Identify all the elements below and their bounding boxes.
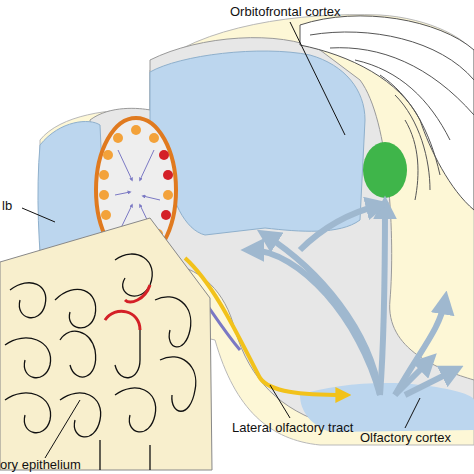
orbitofrontal-region — [150, 51, 365, 235]
green-region — [363, 142, 407, 198]
leader-lines — [22, 22, 420, 458]
callout-label: Orbitofrontal cortex — [230, 4, 341, 19]
epithelium-panel — [0, 218, 212, 470]
turbinates — [5, 254, 196, 470]
cortex-arrows — [250, 205, 455, 395]
callout-label: Lateral olfactory tract — [232, 420, 353, 435]
receptor-zone — [105, 285, 150, 330]
callout-label: ory epithelium — [0, 457, 81, 472]
callout-label: lb — [2, 198, 12, 213]
bulb-projections — [115, 150, 160, 230]
callout-label: Olfactory cortex — [360, 430, 451, 445]
